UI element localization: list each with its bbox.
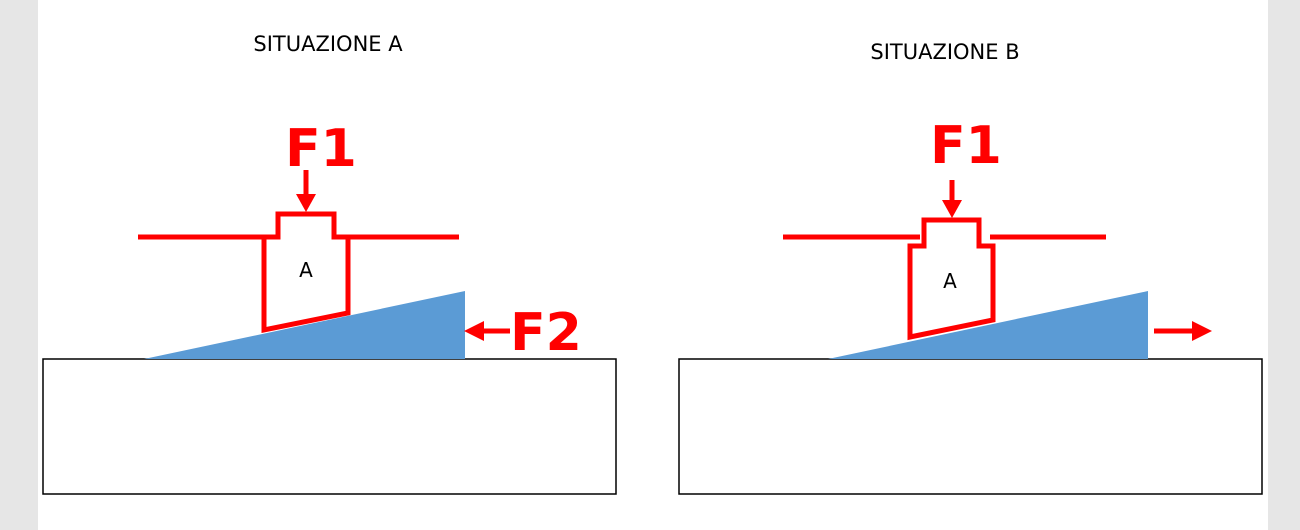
situation-a-f1-arrow (296, 170, 316, 212)
situation-a-wedge (144, 291, 465, 359)
situation-b-base-block (678, 358, 1263, 495)
situation-b-title: SITUAZIONE B (870, 40, 1019, 64)
situation-b-f1-arrow (942, 180, 962, 218)
situation-b-force-f1-label: F1 (930, 116, 1002, 176)
situation-a-f2-arrow (464, 321, 510, 341)
situation-b: SITUAZIONE B F1 A (678, 40, 1263, 495)
situation-b-block-label: A (943, 269, 957, 293)
situation-a-force-f2-label: F2 (510, 303, 582, 363)
situation-a-block (261, 211, 351, 334)
situation-b-motion-arrow (1154, 321, 1212, 341)
situation-a-base-block (42, 358, 617, 495)
situation-b-block (907, 217, 996, 341)
situation-a: SITUAZIONE A F1 A F2 (42, 32, 617, 495)
situation-a-title: SITUAZIONE A (253, 32, 403, 56)
situation-a-force-f1-label: F1 (285, 119, 357, 179)
diagram: SITUAZIONE A F1 A F2 SITUAZIONE B F1 (42, 32, 1263, 495)
situation-a-block-label: A (299, 258, 313, 282)
document-page: SITUAZIONE A F1 A F2 SITUAZIONE B F1 (38, 0, 1268, 530)
situation-b-wedge (828, 291, 1148, 359)
